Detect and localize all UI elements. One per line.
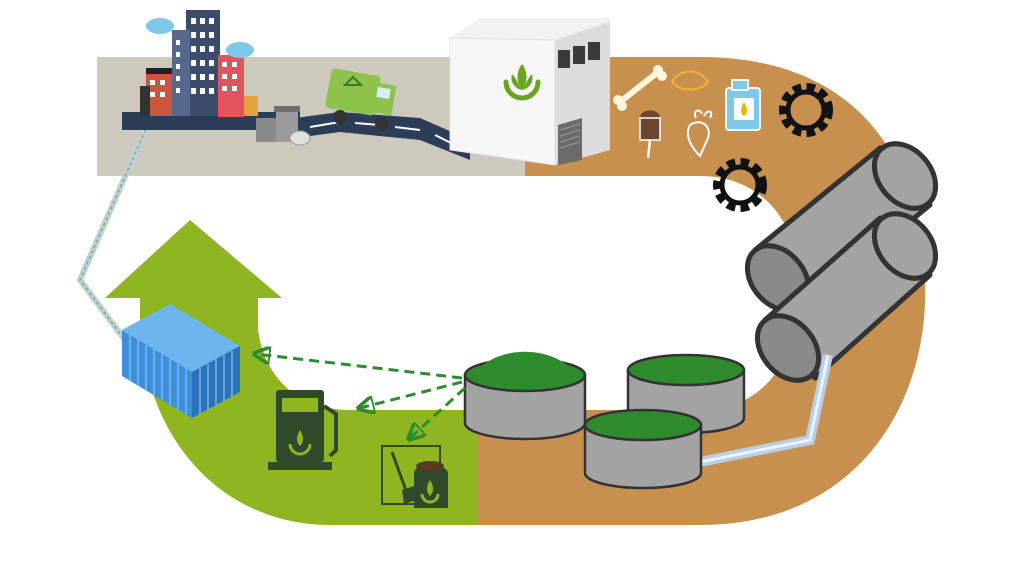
fertilizer-bag-icon	[381, 445, 448, 508]
road	[295, 112, 470, 160]
road-markings	[309, 121, 456, 146]
city-street	[122, 112, 300, 130]
fuel-pump-icon	[268, 390, 338, 470]
city-icon	[140, 10, 258, 117]
gear-icon	[779, 83, 833, 137]
digester-tank-icon	[463, 351, 587, 441]
gas-pipe-right-inner	[699, 354, 830, 464]
trash-bin-icon	[256, 106, 311, 146]
food-waste-icon	[613, 65, 713, 159]
growth-arrow	[105, 220, 282, 340]
cylinder-tank-icon	[754, 211, 939, 383]
flow-arrow-to-fuel	[360, 380, 463, 408]
shipping-container-icon	[122, 304, 240, 418]
plant-building-icon	[449, 18, 610, 166]
fuel-canister-icon	[725, 79, 761, 131]
gas-pipe-left-highlight	[79, 123, 149, 341]
digester-tank-icon	[583, 408, 703, 490]
gear-icon	[713, 158, 767, 212]
flow-arrow-to-fertilizer	[410, 386, 467, 438]
garbage-truck-icon	[325, 68, 397, 131]
flow-arrow-to-storage	[256, 354, 463, 380]
